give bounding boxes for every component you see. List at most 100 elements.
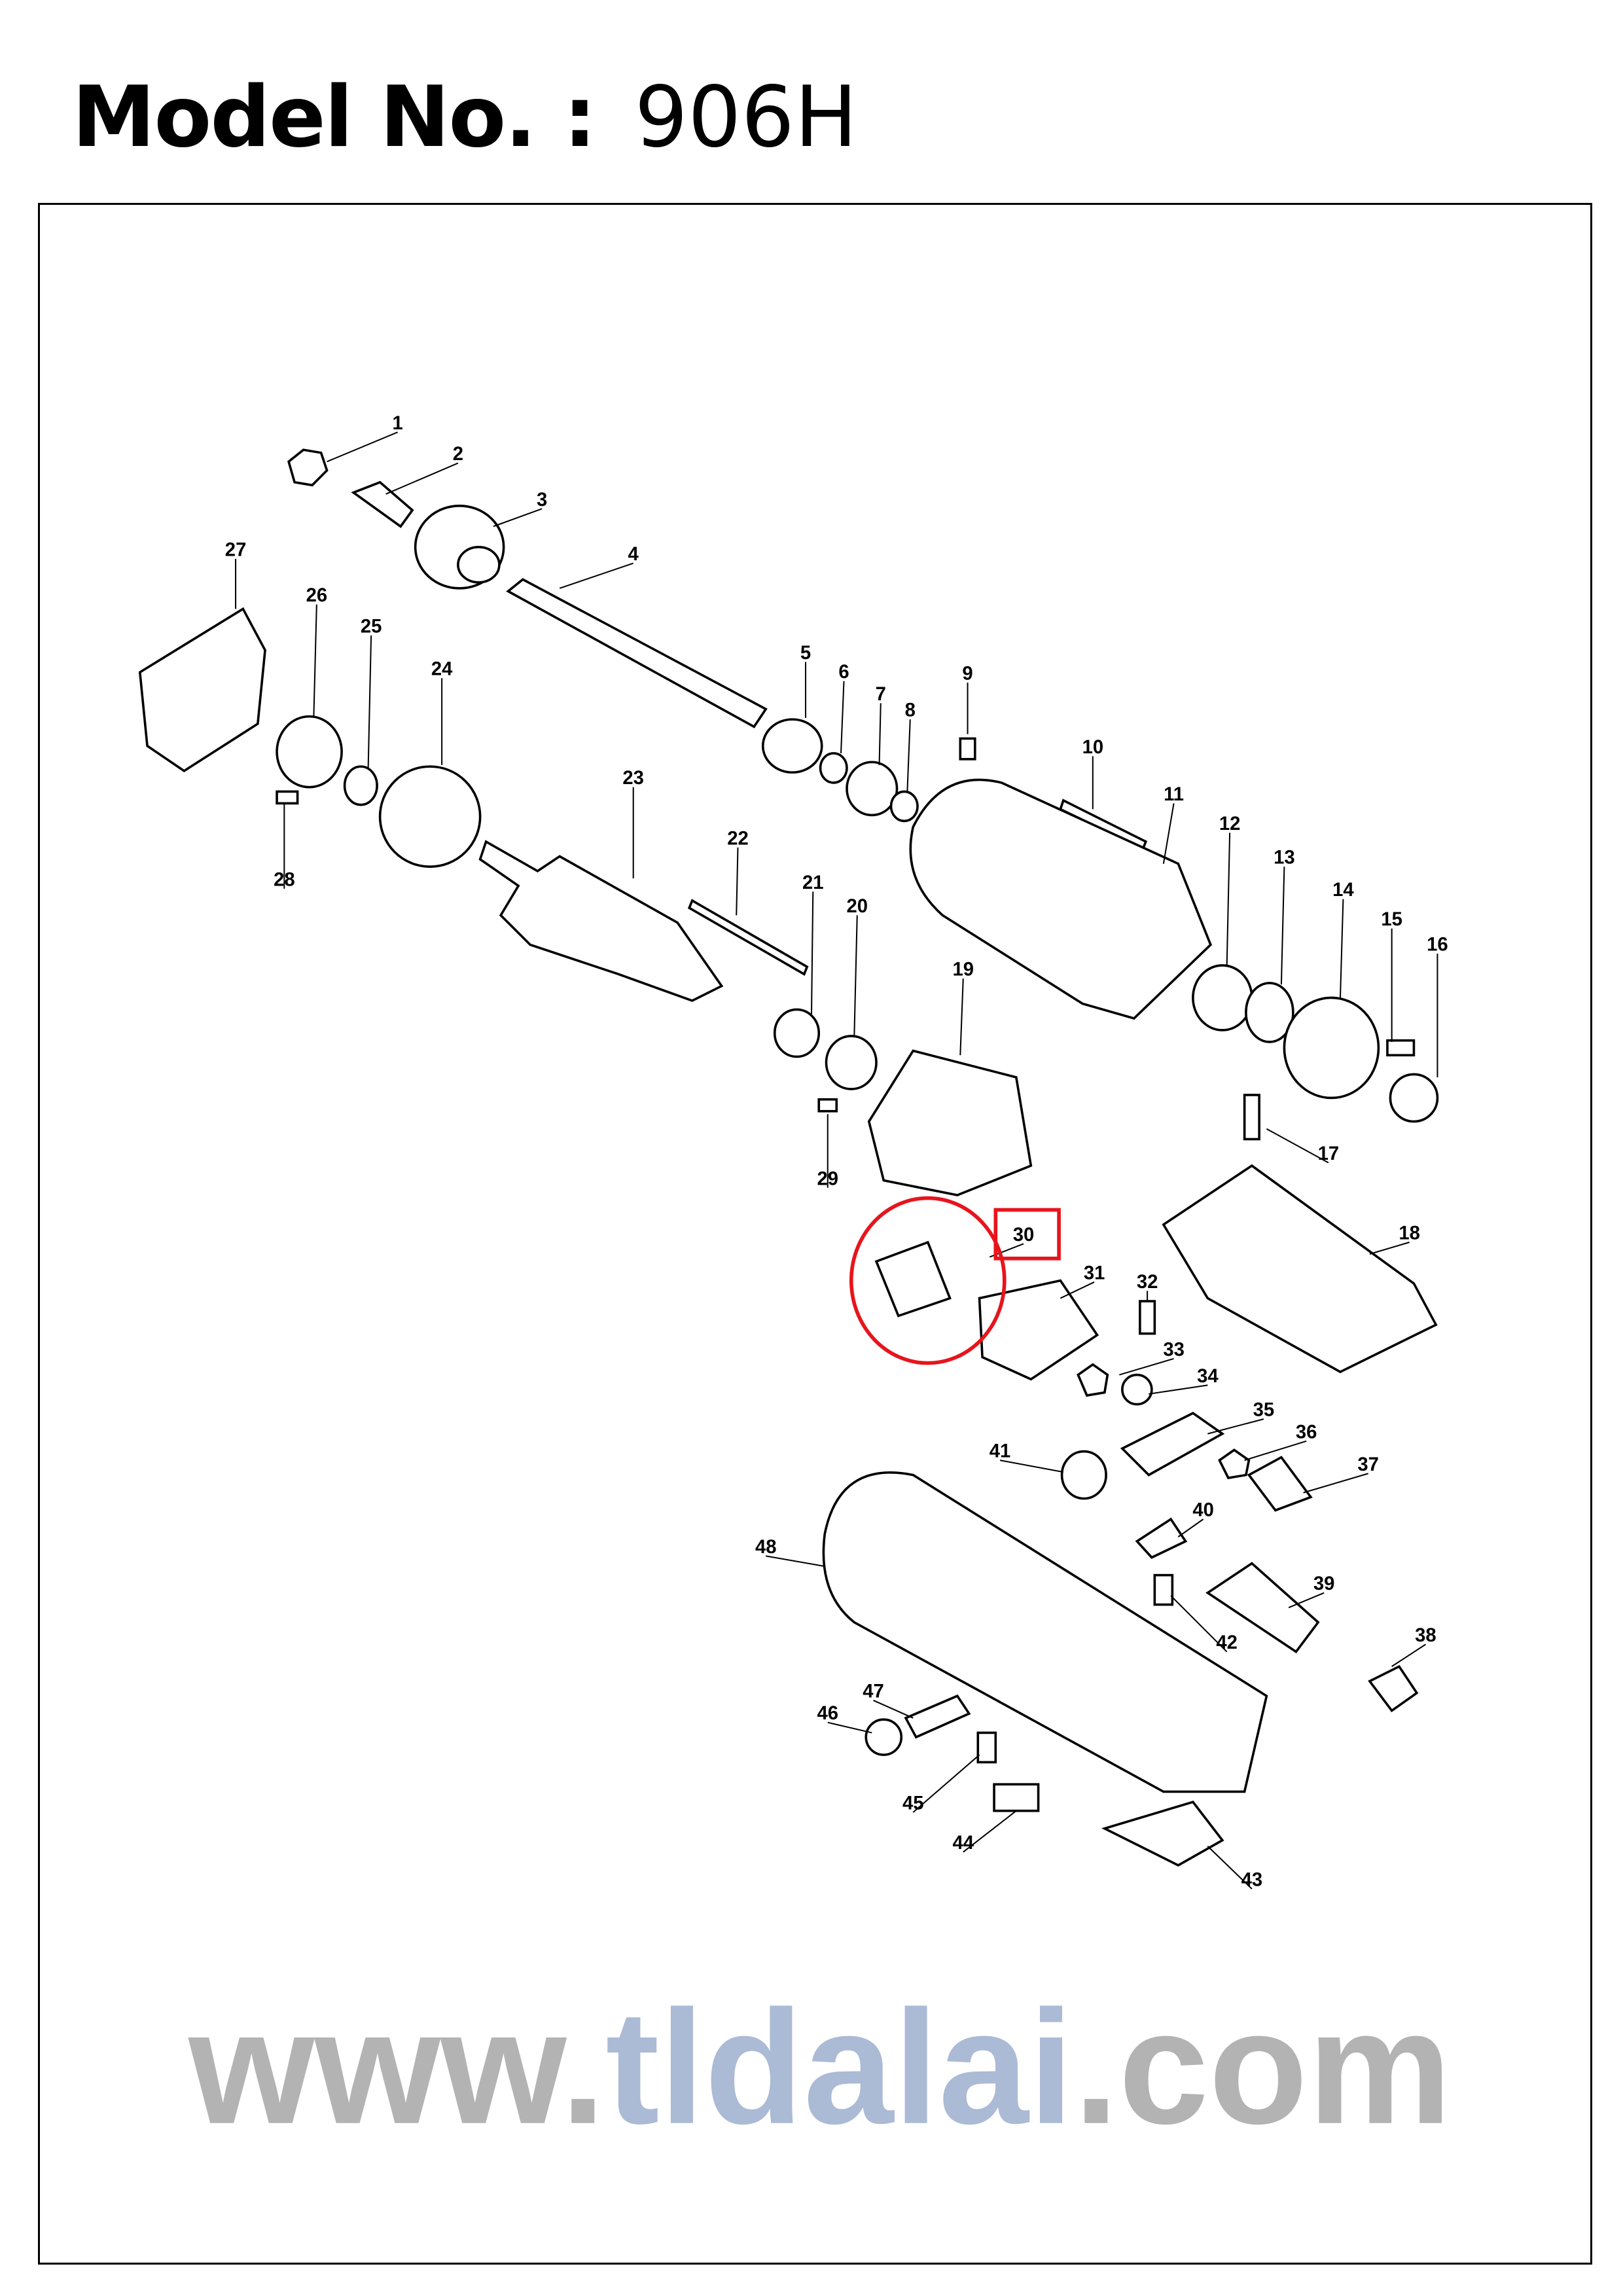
part-label-48: 48 — [755, 1537, 777, 1558]
part-label-1: 1 — [392, 413, 402, 434]
part-label-25: 25 — [361, 616, 382, 637]
leader-line-37 — [1303, 1473, 1368, 1494]
part-label-42: 42 — [1216, 1632, 1238, 1653]
part-cap-46 — [865, 1718, 903, 1756]
part-cord-guard-39 — [1205, 1562, 1320, 1654]
part-label-6: 6 — [838, 662, 849, 683]
leader-lines — [235, 431, 1438, 1890]
part-label-3: 3 — [537, 490, 547, 511]
part-pin-28 — [276, 790, 299, 805]
part-label-37: 37 — [1357, 1454, 1379, 1475]
part-cover-43 — [1101, 1801, 1224, 1867]
leader-line-11 — [1162, 803, 1175, 864]
part-label-34: 34 — [1197, 1366, 1219, 1387]
leader-line-3 — [493, 508, 543, 528]
part-label-11: 11 — [1164, 784, 1184, 805]
part-washer-25 — [343, 765, 378, 806]
part-screw-32 — [1139, 1300, 1156, 1335]
part-label-44: 44 — [953, 1833, 974, 1854]
leader-line-33 — [1119, 1357, 1174, 1376]
watermark: www.tldalai.com — [188, 1977, 1452, 2158]
part-label-24: 24 — [431, 659, 453, 680]
part-washer-7 — [846, 761, 899, 817]
leader-line-17 — [1266, 1128, 1329, 1164]
part-housing-48 — [822, 1471, 1268, 1793]
part-label-40: 40 — [1192, 1500, 1214, 1521]
part-label-21: 21 — [802, 872, 824, 893]
part-collet — [351, 480, 414, 528]
part-label-30: 30 — [1013, 1225, 1035, 1246]
part-ring-8 — [889, 790, 919, 823]
part-switch-30 — [874, 1240, 952, 1318]
part-sleeve-16 — [1389, 1073, 1439, 1123]
part-label-10: 10 — [1082, 737, 1104, 758]
part-label-12: 12 — [1219, 814, 1241, 834]
part-label-8: 8 — [905, 700, 916, 721]
part-spindle — [506, 578, 768, 728]
part-number-labels: 1234567891011121314151617181920212223242… — [225, 413, 1448, 1891]
part-label-16: 16 — [1427, 934, 1448, 955]
part-clamp-40 — [1135, 1517, 1188, 1559]
part-label-38: 38 — [1415, 1625, 1436, 1646]
highlight-box — [993, 1208, 1061, 1261]
page-title: Model No. :906H — [72, 69, 857, 166]
part-field-19 — [867, 1049, 1033, 1196]
part-ring-6 — [819, 752, 848, 784]
part-label-35: 35 — [1253, 1400, 1275, 1421]
part-fan-24 — [378, 765, 482, 868]
leader-line-25 — [367, 635, 372, 768]
part-gear-housing-11 — [909, 778, 1212, 1020]
leader-line-7 — [878, 703, 882, 765]
part-label-47: 47 — [863, 1681, 884, 1702]
leader-line-36 — [1244, 1440, 1307, 1462]
leader-line-48 — [766, 1555, 825, 1568]
leader-line-14 — [1339, 899, 1344, 999]
leader-line-19 — [959, 978, 964, 1056]
part-label-28: 28 — [274, 869, 295, 890]
part-label-36: 36 — [1296, 1422, 1317, 1443]
leader-line-31 — [1060, 1281, 1095, 1299]
leader-line-2 — [385, 462, 459, 495]
part-label-23: 23 — [622, 768, 644, 789]
part-label-17: 17 — [1318, 1143, 1340, 1164]
part-capacitor-44 — [993, 1783, 1040, 1812]
part-baffle-27 — [138, 607, 266, 773]
part-bearing-26 — [276, 715, 343, 789]
model-number: 906H — [634, 69, 858, 166]
leader-line-21 — [810, 891, 814, 1014]
part-label-39: 39 — [1313, 1573, 1335, 1594]
part-nut-33 — [1077, 1363, 1109, 1397]
part-washer-41 — [1060, 1450, 1107, 1500]
leader-line-42 — [1170, 1595, 1228, 1653]
part-screw-45 — [976, 1731, 997, 1764]
leader-line-22 — [736, 847, 739, 916]
part-spring-47 — [904, 1694, 971, 1739]
part-label-7: 7 — [876, 684, 886, 705]
leader-line-1 — [327, 431, 399, 463]
leader-line-47 — [873, 1699, 914, 1719]
leader-line-41 — [999, 1460, 1064, 1473]
part-label-45: 45 — [902, 1793, 924, 1814]
leader-line-34 — [1149, 1384, 1208, 1395]
leader-line-46 — [827, 1721, 872, 1734]
part-label-19: 19 — [953, 960, 974, 980]
part-washer-34 — [1121, 1373, 1153, 1406]
leader-line-40 — [1177, 1518, 1204, 1537]
part-label-41: 41 — [990, 1441, 1011, 1462]
leader-line-26 — [313, 604, 317, 718]
part-label-27: 27 — [225, 539, 247, 560]
leader-line-6 — [840, 681, 845, 753]
diagram-frame — [38, 203, 1592, 2265]
part-label-31: 31 — [1084, 1263, 1105, 1283]
part-label-2: 2 — [453, 444, 463, 465]
part-label-4: 4 — [628, 544, 639, 565]
leader-line-18 — [1369, 1242, 1410, 1255]
leader-line-44 — [963, 1810, 1017, 1853]
leader-line-39 — [1288, 1592, 1325, 1609]
part-ring-13 — [1245, 982, 1294, 1043]
part-bearing-5 — [761, 718, 823, 774]
part-bearing-20 — [825, 1035, 878, 1090]
part-armature-23 — [478, 840, 724, 1002]
part-screw-22 — [687, 899, 809, 977]
